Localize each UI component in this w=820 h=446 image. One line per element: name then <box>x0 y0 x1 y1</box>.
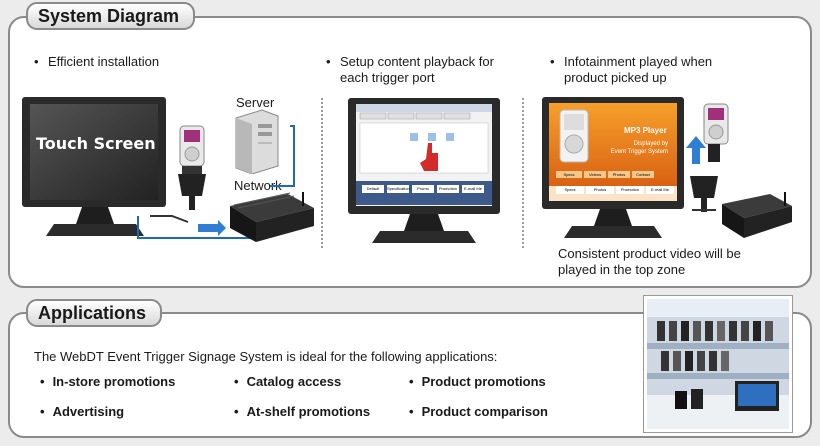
infotainment-button: Photos <box>586 186 614 194</box>
infotainment-tab: Photos <box>608 171 630 178</box>
touch-screen-label: Touch Screen <box>36 134 156 153</box>
setup-ui-button: Specification <box>387 185 410 193</box>
server-icon <box>235 109 279 174</box>
setup-ui-button: Promotion <box>437 185 459 193</box>
network-label: Network <box>234 178 282 193</box>
setup-ui-button: E-mail Me <box>462 185 484 193</box>
infotainment-monitor <box>542 97 684 238</box>
application-item: Product promotions <box>409 374 546 389</box>
applications-title: Applications <box>26 299 163 327</box>
infotainment-button: Promotion <box>616 186 644 194</box>
separator-2 <box>522 98 524 248</box>
mp3-player-title: MP3 Player <box>624 126 667 135</box>
application-item: Catalog access <box>234 374 342 389</box>
infotainment-button-row: Specs Photos Promotion E-mail Me <box>556 186 684 195</box>
setup-ui-button-row: Default Specification Promo Promotion E-… <box>362 185 486 194</box>
server-label: Server <box>236 95 275 110</box>
application-item: At-shelf promotions <box>234 404 371 419</box>
retail-store-photo <box>644 296 792 432</box>
application-item: Product comparison <box>409 404 548 419</box>
infotainment-tab: Specs <box>556 171 582 178</box>
picked-up-mp3-player <box>703 103 729 162</box>
infotainment-button: Specs <box>556 186 584 194</box>
trigger-stand <box>690 176 718 212</box>
infotainment-tab: Videos <box>584 171 606 178</box>
touch-screen-monitor <box>22 97 166 236</box>
mp3-player-on-stand <box>178 125 206 210</box>
box-pc <box>230 192 314 242</box>
setup-ui-button: Promo <box>412 185 434 193</box>
box-pc-2 <box>722 192 792 238</box>
col1-bullet: •Efficient installation <box>34 54 160 69</box>
applications-intro: The WebDT Event Trigger Signage System i… <box>34 349 498 364</box>
infotainment-button: E-mail Me <box>646 186 674 194</box>
setup-ui-button: Default <box>362 185 384 193</box>
infotainment-tab: Contact <box>632 171 654 178</box>
separator-1 <box>321 98 323 248</box>
infotainment-tab-row: Specs Videos Photos Contact <box>556 171 676 179</box>
application-item: Advertising <box>40 404 125 419</box>
setup-monitor <box>348 98 500 243</box>
application-item: In-store promotions <box>40 374 176 389</box>
system-diagram-title: System Diagram <box>26 2 196 30</box>
network-connection-lines <box>137 125 295 239</box>
pick-up-arrow-icon <box>686 136 706 164</box>
